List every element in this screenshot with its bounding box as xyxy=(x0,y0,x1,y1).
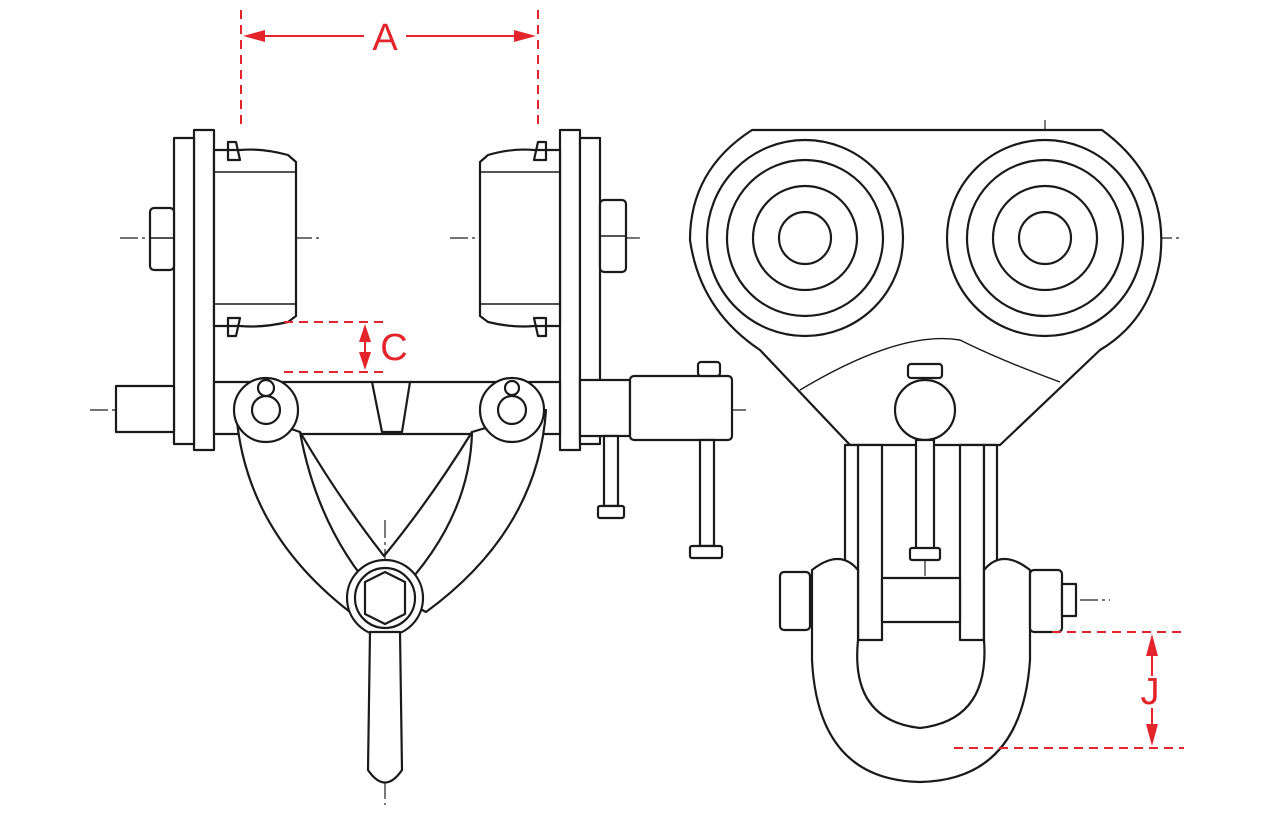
cross-shaft-end xyxy=(893,378,957,442)
dimension-c: C xyxy=(284,321,408,373)
right-wheel-outer xyxy=(945,138,1145,338)
front-view xyxy=(90,128,750,805)
left-side-plate xyxy=(192,128,216,452)
dimension-a-label: A xyxy=(372,17,398,59)
left-nut xyxy=(148,206,176,272)
right-clamp-arm xyxy=(394,408,548,614)
shackle-nut-right xyxy=(1028,568,1064,634)
side-view xyxy=(688,120,1180,784)
right-wheel xyxy=(478,148,562,328)
hanger-stem xyxy=(366,630,404,784)
hex-bolt xyxy=(363,570,407,626)
dimension-c-label: C xyxy=(380,327,407,369)
right-hanger-plate xyxy=(958,443,986,642)
left-hanger-plate xyxy=(856,443,884,642)
left-wheel-outer xyxy=(705,138,905,338)
left-shaft-end xyxy=(114,384,176,434)
right-flange xyxy=(578,136,602,446)
dimension-a: A xyxy=(240,10,539,128)
left-wheel xyxy=(212,148,298,328)
shackle-nut-left xyxy=(778,570,812,632)
right-side-plate xyxy=(558,128,582,452)
shaft-collar xyxy=(578,378,632,438)
side-frame xyxy=(688,128,1163,447)
shackle xyxy=(810,557,1032,784)
shaft-sleeve xyxy=(628,374,734,442)
left-flange xyxy=(172,136,196,446)
dimension-j: J xyxy=(954,631,1184,749)
dimension-j-label: J xyxy=(1141,671,1160,713)
